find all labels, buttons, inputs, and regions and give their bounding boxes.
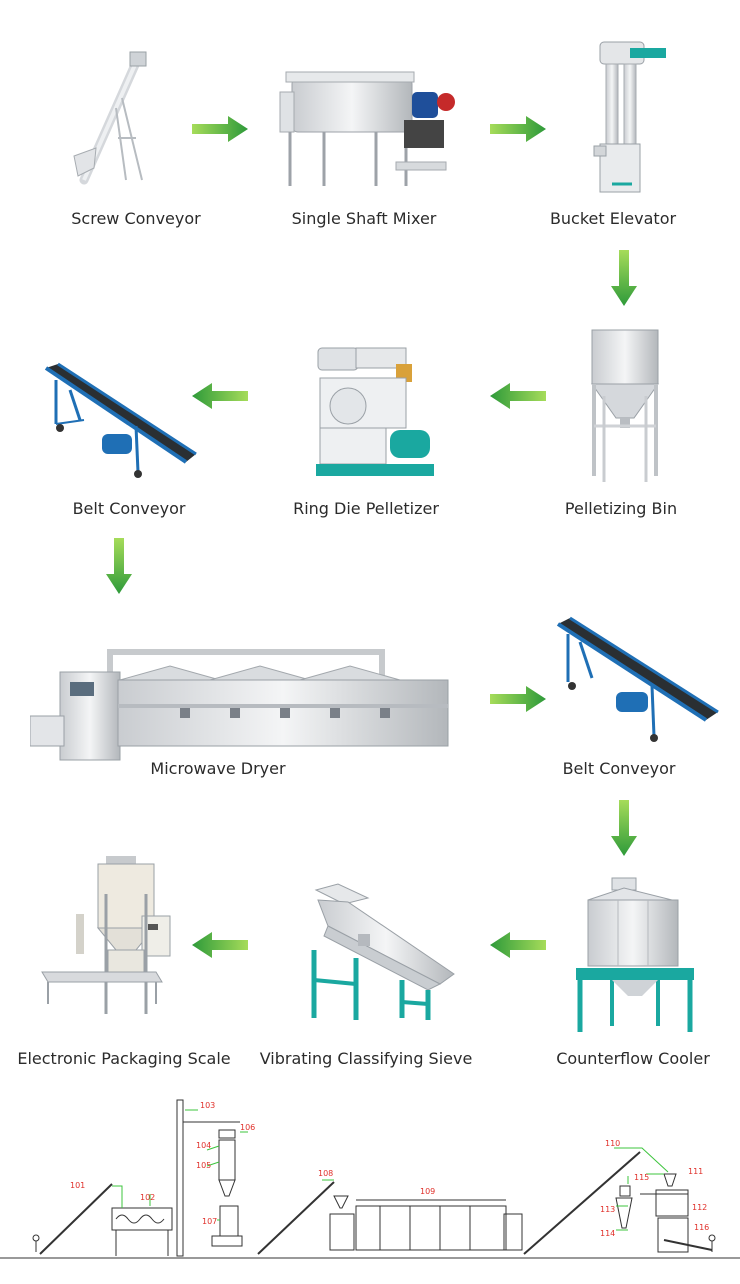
callout-112: 112: [692, 1203, 707, 1212]
arrow-left-icon: [192, 932, 248, 958]
arrow-down-icon: [106, 538, 132, 594]
arrow-left-icon: [490, 383, 546, 409]
callout-104: 104: [196, 1141, 211, 1150]
callout-108: 108: [318, 1169, 333, 1178]
production-line-layout-plan: 101 102 103 104 105 106 107 108 109 110 …: [0, 1099, 740, 1259]
callout-110: 110: [605, 1139, 620, 1148]
pelletizer-icon: [316, 347, 434, 476]
screw-conveyor-icon: [73, 51, 147, 185]
arrow-right-icon: [192, 116, 248, 142]
callout-111: 111: [688, 1167, 703, 1176]
callout-105: 105: [196, 1161, 211, 1170]
arrow-right-icon: [490, 116, 546, 142]
machine-label: Counterflow Cooler: [556, 1049, 710, 1068]
plan-person-icon: [32, 1234, 40, 1252]
arrow-left-icon: [490, 932, 546, 958]
arrow-right-icon: [490, 686, 546, 712]
bucket-elevator-icon: [593, 41, 666, 193]
callout-102: 102: [140, 1193, 155, 1202]
machine-label: Vibrating Classifying Sieve: [259, 1049, 473, 1068]
sieve-icon: [311, 883, 455, 1020]
packaging-scale-icon: [41, 856, 171, 1014]
bin-icon: [591, 329, 659, 482]
machine-label: Pelletizing Bin: [564, 499, 678, 518]
machine-label: Bucket Elevator: [549, 209, 677, 228]
machine-label: Microwave Dryer: [150, 759, 286, 778]
callout-113: 113: [600, 1205, 615, 1214]
machine-label: Electronic Packaging Scale: [17, 1049, 231, 1068]
arrow-down-icon: [611, 250, 637, 306]
callout-116: 116: [694, 1223, 709, 1232]
callout-114: 114: [600, 1229, 615, 1238]
belt-conveyor-icon: [44, 362, 197, 478]
mixer-icon: [279, 71, 455, 186]
machine-label: Ring Die Pelletizer: [293, 499, 439, 518]
belt-conveyor-icon: [556, 616, 719, 742]
plan-person-icon: [708, 1234, 716, 1252]
callout-103: 103: [200, 1101, 215, 1110]
callout-101: 101: [70, 1181, 85, 1190]
callout-109: 109: [420, 1187, 435, 1196]
arrow-left-icon: [192, 383, 248, 409]
cooler-icon: [576, 877, 694, 1032]
machine-label: Belt Conveyor: [72, 499, 186, 518]
callout-107: 107: [202, 1217, 217, 1226]
callout-115: 115: [634, 1173, 649, 1182]
machine-label: Screw Conveyor: [71, 209, 201, 228]
machine-label: Single Shaft Mixer: [291, 209, 437, 228]
arrow-down-icon: [611, 800, 637, 856]
microwave-dryer-icon: [30, 649, 449, 761]
callout-106: 106: [240, 1123, 255, 1132]
machine-label: Belt Conveyor: [562, 759, 676, 778]
